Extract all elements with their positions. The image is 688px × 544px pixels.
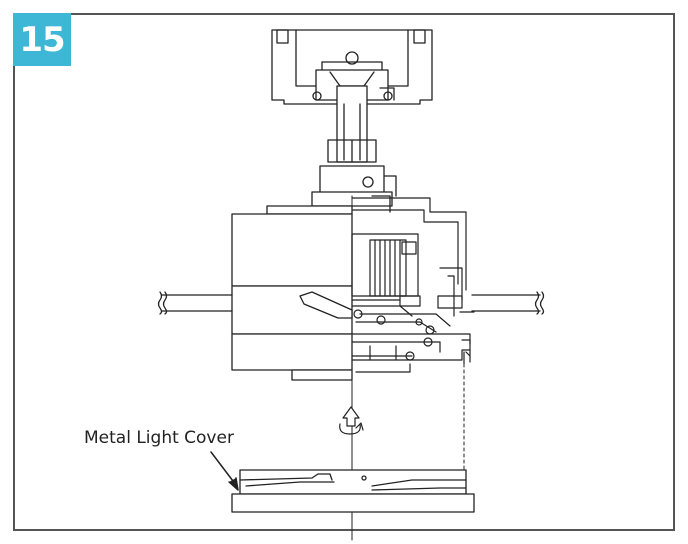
metal-light-cover bbox=[231, 469, 475, 513]
downrod bbox=[327, 85, 377, 163]
fan-blades bbox=[157, 291, 545, 315]
motor-cross-section bbox=[351, 197, 475, 373]
rotate-arrow-icon bbox=[339, 406, 364, 435]
step-number-badge: 15 bbox=[13, 13, 71, 66]
motor-housing bbox=[231, 205, 353, 381]
mounting-bracket bbox=[271, 29, 433, 105]
metal-light-cover-label: Metal Light Cover bbox=[84, 428, 234, 448]
motor-coupler bbox=[311, 165, 397, 213]
callout-arrow-icon bbox=[210, 451, 239, 491]
